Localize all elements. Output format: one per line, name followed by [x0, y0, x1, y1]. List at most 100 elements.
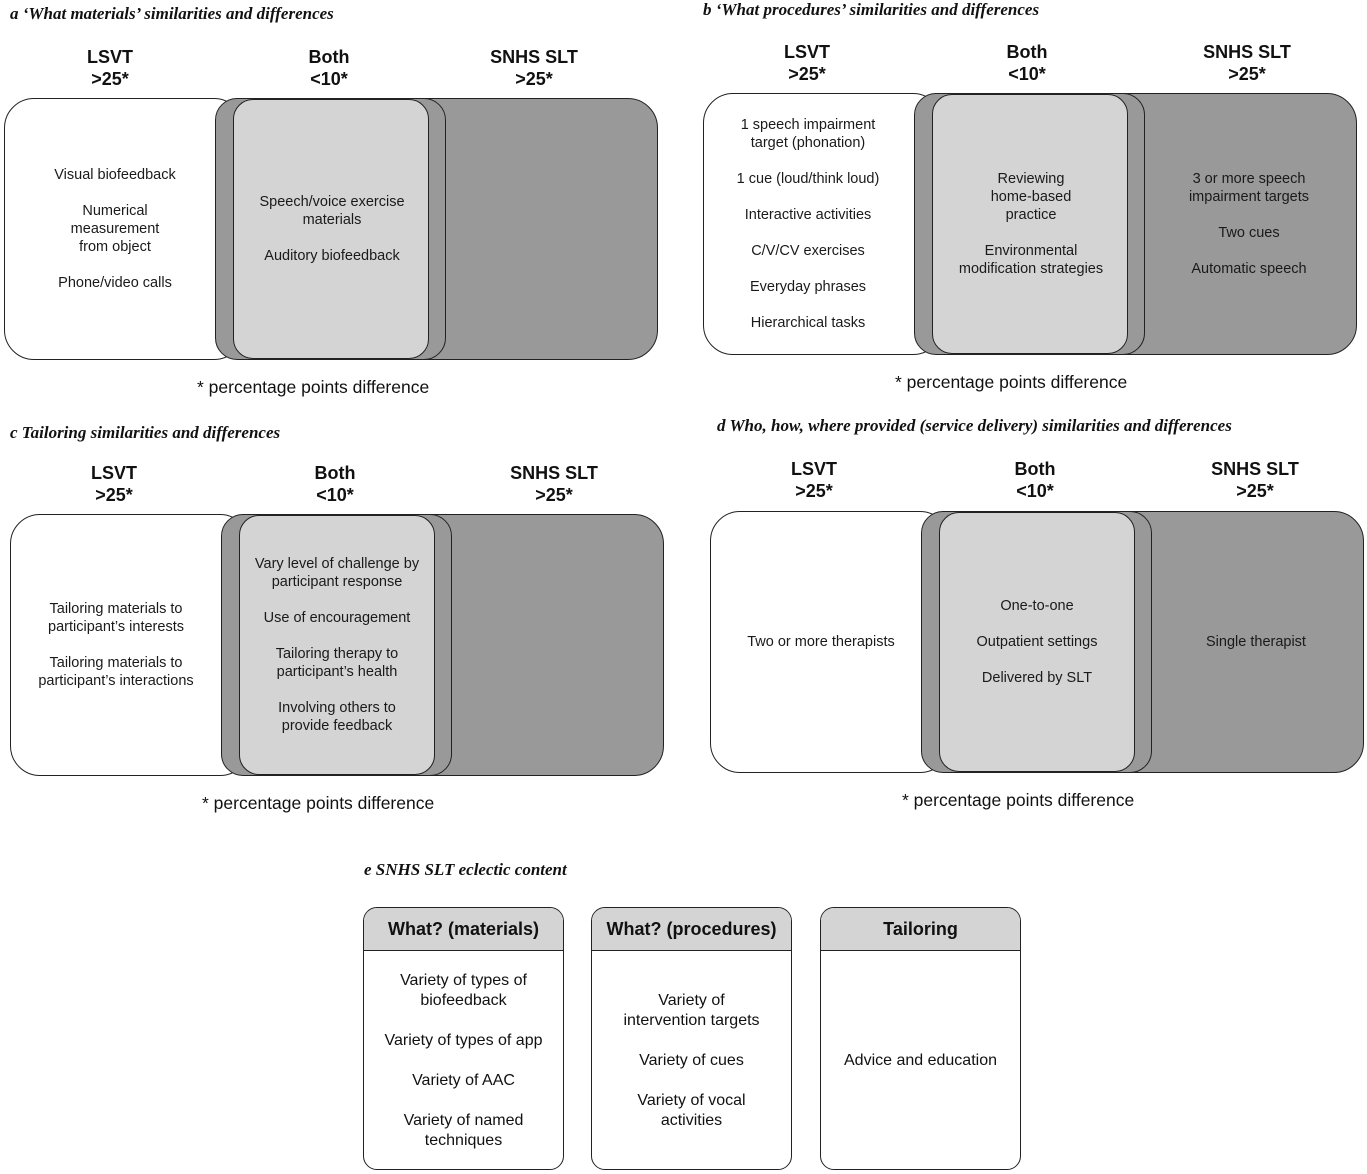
eclectic-materials-header: What? (materials): [364, 908, 563, 951]
panel-b-snhs-items: 3 or more speech impairment targets Two …: [1145, 93, 1353, 355]
panel-a-both-heading: Both <10*: [229, 46, 429, 90]
list-item: Variety of cues: [639, 1051, 744, 1069]
panel-d-both-heading: Both <10*: [935, 458, 1135, 502]
panel-b-both-region: [932, 94, 1128, 354]
list-item: Use of encouragement: [263, 610, 411, 626]
panel-b-footnote: * percentage points difference: [895, 372, 1128, 392]
eclectic-materials-column: What? (materials) Variety of types of bi…: [363, 907, 564, 1170]
lsvt-diff-label: >25*: [95, 485, 133, 505]
panel-d-lsvt-heading: LSVT >25*: [714, 458, 914, 502]
panel-c-lsvt-items: Tailoring materials to participant’s int…: [14, 514, 218, 776]
panel-c-title: c Tailoring similarities and differences: [10, 423, 281, 442]
list-item: Variety of named techniques: [403, 1111, 524, 1149]
panel-b-snhs-heading: SNHS SLT >25*: [1147, 41, 1347, 85]
panel-c-lsvt-region: [10, 514, 250, 776]
panel-e-title: e SNHS SLT eclectic content: [364, 860, 567, 879]
panel-c-both-heading: Both <10*: [235, 462, 435, 506]
panel-d-both-region: [939, 512, 1135, 772]
panel-d-both-items: One-to-one Outpatient settings Delivered…: [941, 511, 1133, 773]
panel-b-title: b ‘What procedures’ similarities and dif…: [703, 0, 1040, 19]
snhs-label: SNHS SLT: [510, 463, 598, 483]
lsvt-label: LSVT: [86, 47, 133, 67]
list-item: Hierarchical tasks: [750, 315, 866, 331]
snhs-diff-label: >25*: [515, 69, 553, 89]
panel-d-snhs-heading: SNHS SLT >25*: [1155, 458, 1355, 502]
list-item: 1 speech impairment target (phonation): [740, 117, 876, 151]
list-item: Auditory biofeedback: [264, 248, 400, 264]
lsvt-label: LSVT: [90, 463, 137, 483]
lsvt-diff-label: >25*: [795, 481, 833, 501]
both-label: Both: [1014, 459, 1056, 479]
list-item: 1 cue (loud/think loud): [736, 171, 880, 187]
lsvt-label: LSVT: [790, 459, 837, 479]
list-item: Tailoring materials to participant’s int…: [38, 655, 194, 689]
panel-b-both-heading: Both <10*: [927, 41, 1127, 85]
panel-a-both-region: [233, 99, 429, 359]
list-item: Phone/video calls: [58, 275, 172, 291]
panel-d-lsvt-region: [710, 511, 950, 773]
panel-c-snhs-heading: SNHS SLT >25*: [454, 462, 654, 506]
list-item: Delivered by SLT: [981, 670, 1093, 686]
panel-b-lsvt-region: [703, 93, 943, 355]
list-item: Advice and education: [844, 1051, 997, 1069]
snhs-label: SNHS SLT: [1211, 459, 1299, 479]
list-item: Variety of types of biofeedback: [400, 971, 527, 1009]
list-item: Involving others to provide feedback: [278, 700, 396, 734]
list-item: Speech/voice exercise materials: [259, 194, 405, 228]
panel-a-title: a ‘What materials’ similarities and diff…: [10, 4, 334, 23]
list-item: C/V/CV exercises: [751, 243, 865, 259]
panel-d-footnote: * percentage points difference: [902, 790, 1135, 810]
list-item: Outpatient settings: [976, 634, 1098, 650]
snhs-diff-label: >25*: [1228, 64, 1266, 84]
list-item: 3 or more speech impairment targets: [1188, 171, 1310, 205]
both-diff-label: <10*: [310, 69, 348, 89]
panel-a-lsvt-items: Visual biofeedback Numerical measurement…: [10, 98, 220, 360]
panel-a-both-items: Speech/voice exercise materials Auditory…: [236, 98, 428, 360]
snhs-label: SNHS SLT: [1203, 42, 1291, 62]
panel-a-lsvt-heading: LSVT >25*: [10, 46, 210, 90]
snhs-diff-label: >25*: [1236, 481, 1274, 501]
list-item: Environmental modification strategies: [958, 243, 1104, 277]
panel-c-both-items: Vary level of challenge by participant r…: [241, 514, 433, 776]
panel-d-snhs-items: Single therapist: [1152, 511, 1360, 773]
list-item: Interactive activities: [744, 207, 872, 223]
eclectic-procedures-header: What? (procedures): [592, 908, 791, 951]
lsvt-label: LSVT: [783, 42, 830, 62]
panel-b-both-items: Reviewing home-based practice Environmen…: [935, 93, 1127, 355]
list-item: Visual biofeedback: [54, 167, 176, 183]
list-item: Variety of AAC: [412, 1071, 515, 1089]
list-item: Tailoring therapy to participant’s healt…: [275, 646, 399, 680]
list-item: Everyday phrases: [749, 279, 867, 295]
list-item: Automatic speech: [1191, 261, 1307, 277]
lsvt-diff-label: >25*: [788, 64, 826, 84]
list-item: Variety of vocal activities: [637, 1091, 746, 1129]
panel-d-lsvt-items: Two or more therapists: [716, 511, 926, 773]
panel-a-lsvt-region: [4, 98, 244, 360]
eclectic-tailoring-column: Tailoring Advice and education: [820, 907, 1021, 1170]
panel-c-both-region: [239, 515, 435, 775]
list-item: One-to-one: [1000, 598, 1074, 614]
snhs-label: SNHS SLT: [490, 47, 578, 67]
list-item: Vary level of challenge by participant r…: [254, 556, 420, 590]
panel-b-lsvt-items: 1 speech impairment target (phonation) 1…: [708, 93, 908, 355]
list-item: Reviewing home-based practice: [990, 171, 1072, 223]
eclectic-tailoring-header: Tailoring: [821, 908, 1020, 951]
panel-d-title: d Who, how, where provided (service deli…: [717, 416, 1232, 435]
list-item: Variety of types of app: [384, 1031, 543, 1049]
both-label: Both: [314, 463, 356, 483]
list-item: Tailoring materials to participant’s int…: [48, 601, 184, 635]
both-label: Both: [308, 47, 350, 67]
eclectic-tailoring-items: Advice and education: [821, 952, 1020, 1169]
both-diff-label: <10*: [1016, 481, 1054, 501]
list-item: Two or more therapists: [747, 634, 895, 650]
both-label: Both: [1006, 42, 1048, 62]
list-item: Variety of intervention targets: [623, 991, 760, 1029]
eclectic-materials-items: Variety of types of biofeedback Variety …: [364, 952, 563, 1169]
eclectic-procedures-items: Variety of intervention targets Variety …: [592, 952, 791, 1169]
list-item: Two cues: [1218, 225, 1280, 241]
panel-a-footnote: * percentage points difference: [197, 377, 430, 397]
list-item: Single therapist: [1206, 634, 1306, 650]
both-diff-label: <10*: [1008, 64, 1046, 84]
list-item: Numerical measurement from object: [70, 203, 160, 255]
panel-b-lsvt-heading: LSVT >25*: [707, 41, 907, 85]
